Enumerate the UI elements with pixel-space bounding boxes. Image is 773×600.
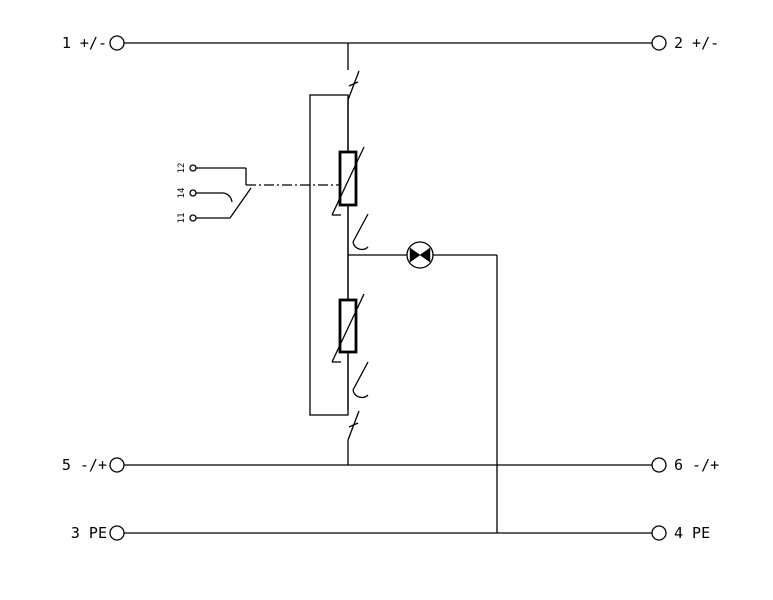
indicator-top-arc	[352, 241, 369, 251]
contact-12-terminal	[189, 164, 197, 172]
indicator-bottom-blade	[352, 361, 369, 391]
terminal-1	[109, 35, 125, 51]
varistor-bottom-diagonal	[331, 293, 365, 363]
thermal-disconnect-bottom-icon	[347, 410, 360, 441]
terminal-6-label: 6 -/+	[674, 456, 719, 474]
gdt-triangle-left	[409, 247, 421, 263]
contact-14-label: 14	[177, 188, 187, 199]
varistor-bottom-body	[338, 298, 358, 354]
contact-14-hook	[223, 192, 233, 203]
terminal-5	[109, 457, 125, 473]
terminal-4	[651, 525, 667, 541]
bus-wires	[124, 42, 652, 534]
gas-discharge-tube-icon	[406, 241, 434, 269]
varistor-top-icon	[331, 146, 365, 216]
thermal-disconnect-top-icon	[347, 70, 360, 101]
varistor-top-body	[338, 150, 358, 207]
changeover-contact-icon: 12 14 11	[177, 163, 341, 224]
contact-11-terminal	[189, 214, 197, 222]
disconnect-top-blade	[347, 70, 360, 101]
terminal-4-label: 4 PE	[674, 524, 710, 542]
contact-12-label: 12	[177, 163, 187, 174]
status-indicator-top-icon	[352, 213, 369, 251]
terminal-labels: 1 +/- 2 +/- 5 -/+ 6 -/+ 3 PE 4 PE	[62, 34, 719, 542]
terminal-1-label: 1 +/-	[62, 34, 107, 52]
indicator-bottom-arc	[352, 389, 369, 399]
contact-14-terminal	[189, 189, 197, 197]
disconnect-bottom-tick	[348, 422, 359, 428]
terminal-2-label: 2 +/-	[674, 34, 719, 52]
enclosure-outline	[309, 94, 349, 416]
terminal-6	[651, 457, 667, 473]
disconnect-top-tick	[348, 81, 359, 87]
contact-blade	[229, 187, 252, 219]
terminal-5-label: 5 -/+	[62, 456, 107, 474]
indicator-top-blade	[352, 213, 369, 243]
gas-discharge-tube-branch	[348, 241, 498, 533]
terminal-2	[651, 35, 667, 51]
terminal-3	[109, 525, 125, 541]
contact-11-label: 11	[177, 213, 187, 224]
status-indicator-bottom-icon	[352, 361, 369, 399]
gdt-triangle-right	[419, 247, 431, 263]
terminals	[109, 35, 667, 541]
varistor-bottom-icon	[331, 293, 365, 363]
varistor-top-diagonal	[331, 146, 365, 216]
terminal-3-label: 3 PE	[71, 524, 107, 542]
